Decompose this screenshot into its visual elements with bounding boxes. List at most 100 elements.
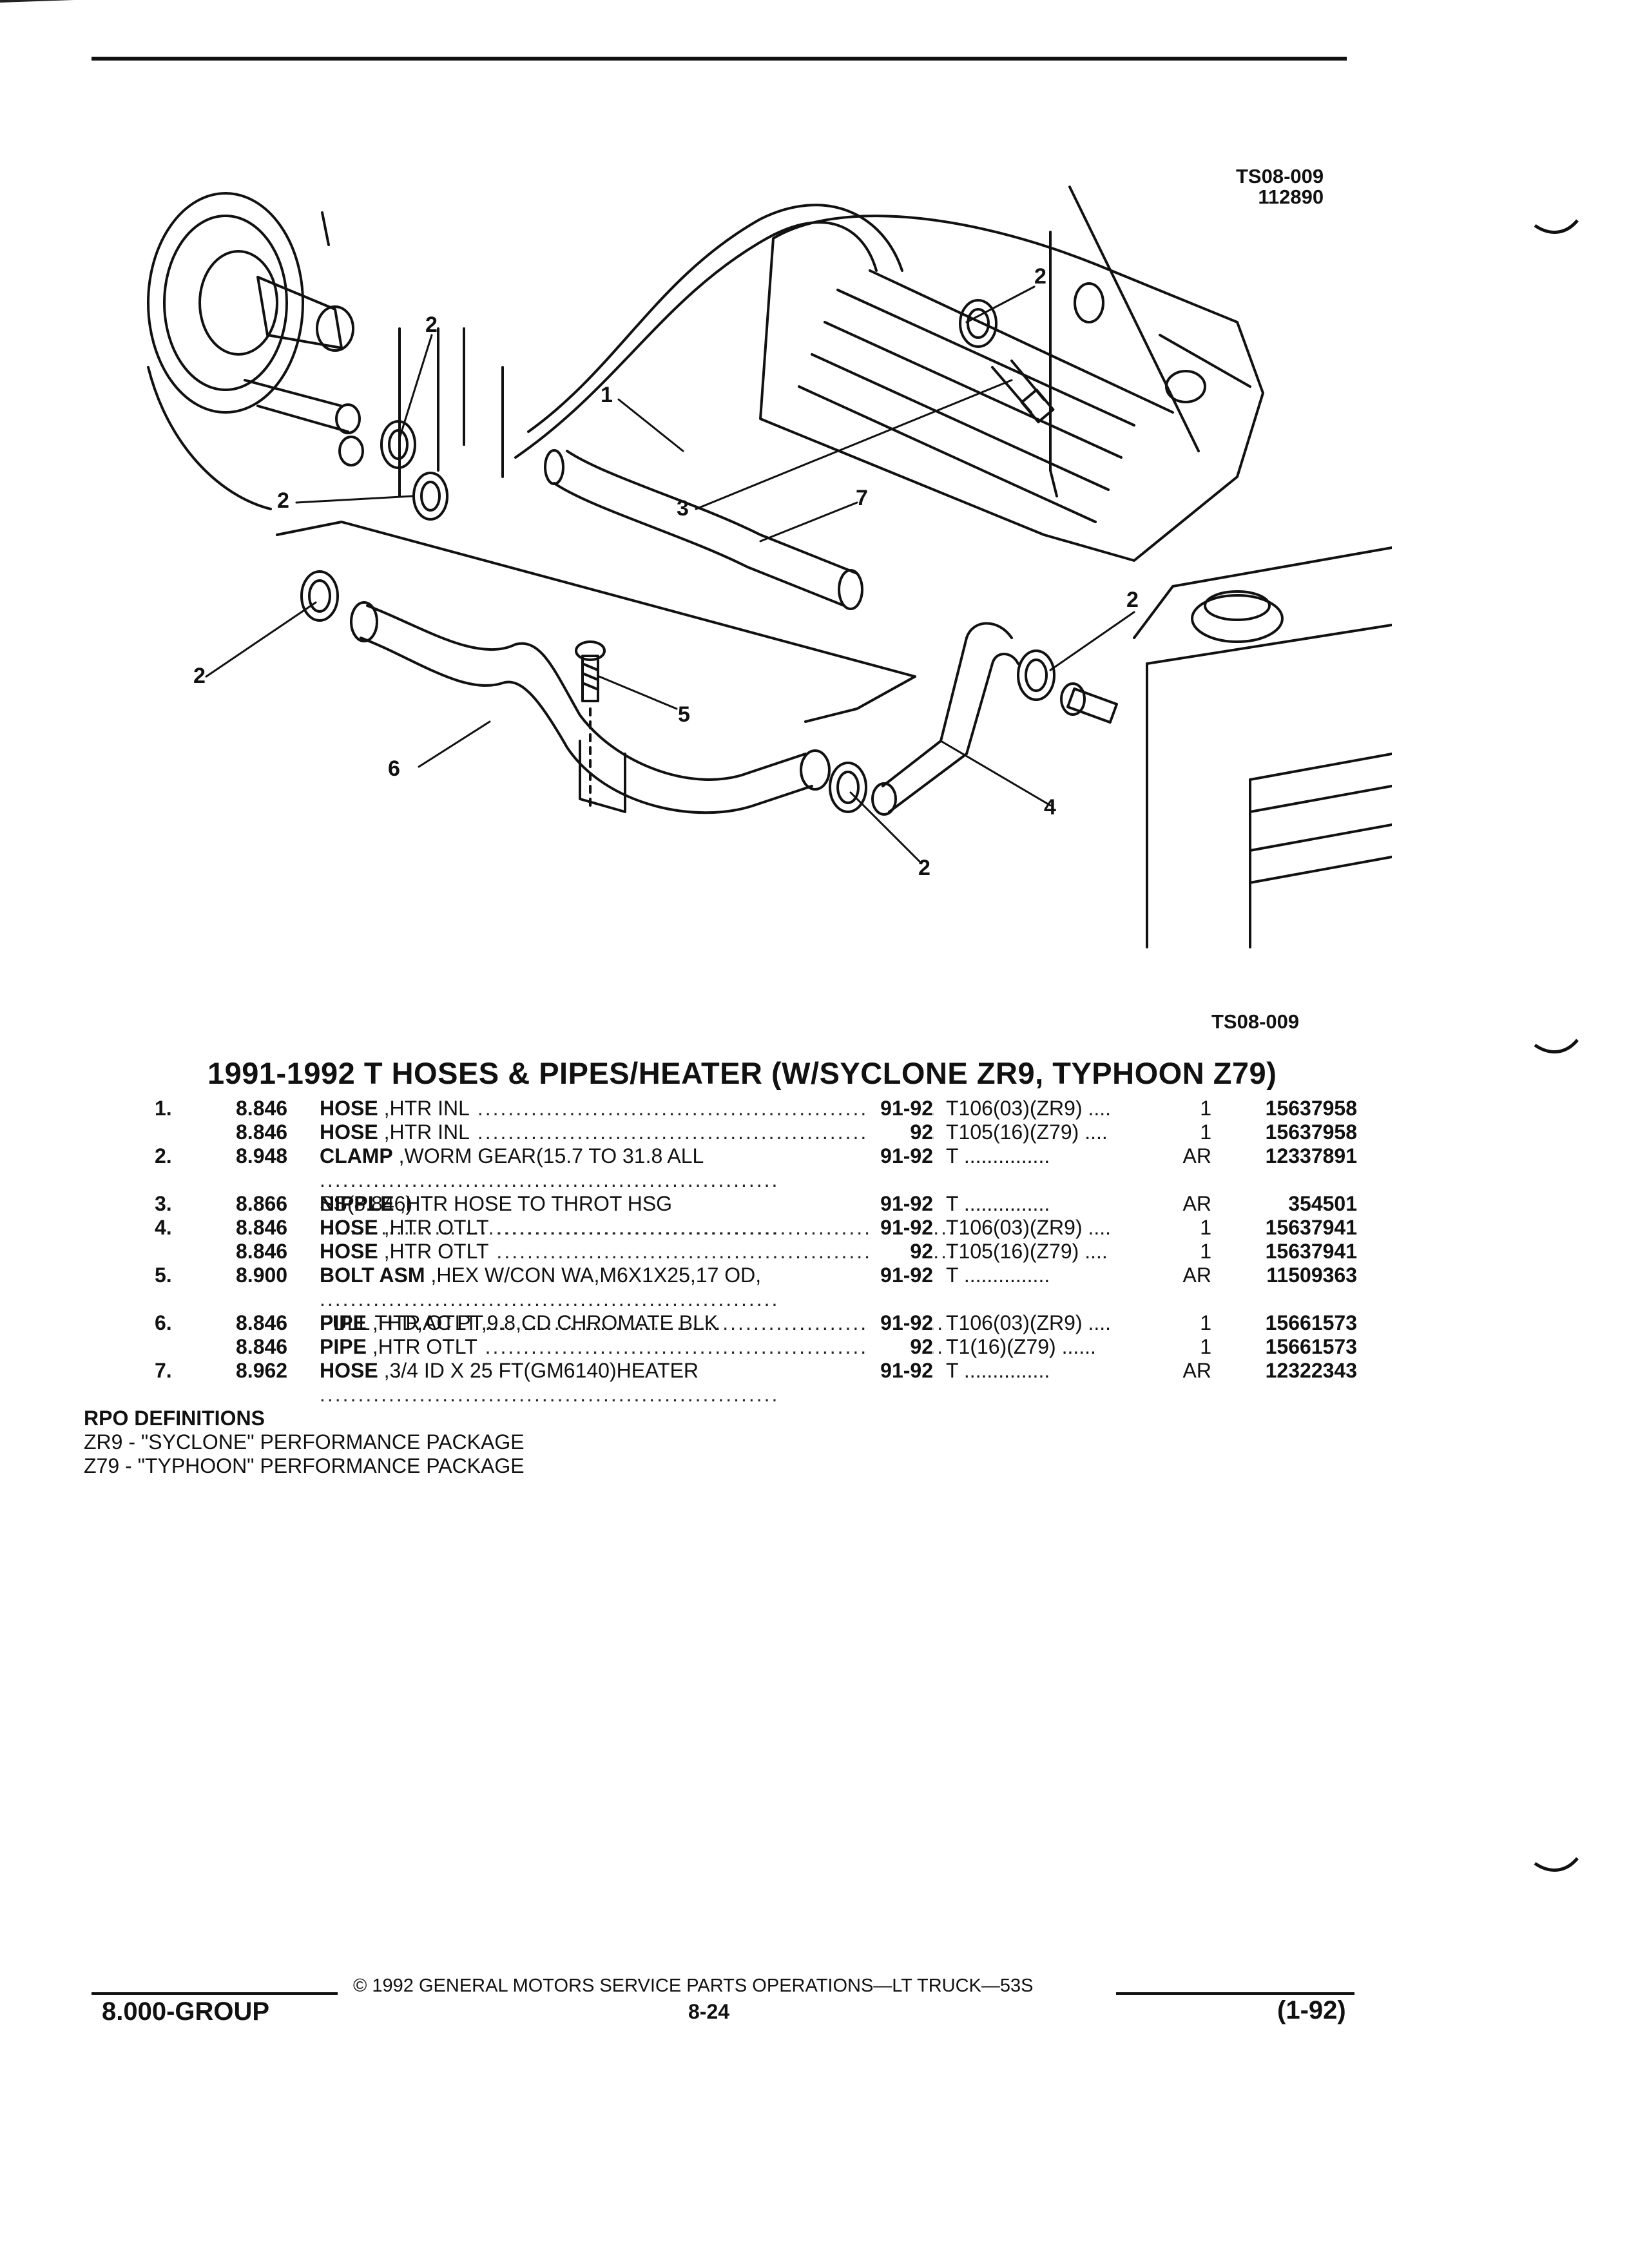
part-name: HOSE <box>320 1240 378 1263</box>
model-years: 91-92 <box>869 1144 933 1168</box>
part-name: NIPPLE <box>320 1192 394 1215</box>
callout-2b: 2 <box>425 312 438 337</box>
dot-leader: ........................................… <box>320 1192 780 1239</box>
part-detail: ,HTR HOSE TO THROT HSG <box>394 1192 673 1215</box>
part-number: 12337891 <box>1211 1144 1357 1168</box>
part-number: 15661573 <box>1211 1335 1357 1359</box>
part-description: HOSE ,HTR INL ..........................… <box>320 1097 1003 1120</box>
heater-hoses-pipes-illustration: 2 2 2 2 2 2 1 3 4 5 6 7 <box>147 186 1392 948</box>
group-number: 8.962 <box>236 1359 288 1382</box>
top-rule <box>92 57 1347 61</box>
callout-leaders <box>205 285 1135 865</box>
model-years: 91-92 <box>869 1216 933 1240</box>
callout-6: 6 <box>388 756 400 781</box>
group-number: 8.866 <box>236 1192 288 1215</box>
group-number: 8.846 <box>236 1335 288 1358</box>
part-name: HOSE <box>320 1097 378 1120</box>
part-name: BOLT ASM <box>320 1264 425 1287</box>
part-number: 15637941 <box>1211 1216 1357 1240</box>
dot-leader: ........................................… <box>469 1120 938 1144</box>
model-years: 92 <box>869 1240 933 1264</box>
part-number: 12322343 <box>1211 1359 1357 1383</box>
callout-2d: 2 <box>193 664 206 688</box>
figure-reference-bottom: TS08-009 <box>1211 1010 1300 1033</box>
part-detail: ,HTR INL <box>378 1120 470 1144</box>
parts-row: 8.846 PIPE ,HTR OTLT ....................… <box>155 1335 1366 1359</box>
pipe-6-drawing <box>276 521 916 814</box>
callout-3: 3 <box>677 496 689 521</box>
part-detail: ,HTR OTLT <box>366 1311 477 1334</box>
part-description: PIPE ,HTR OTLT .........................… <box>320 1311 1003 1335</box>
model-years: 91-92 <box>869 1311 933 1335</box>
item-index: 2. <box>155 1144 172 1168</box>
quantity: AR <box>1173 1359 1211 1383</box>
copyright-line: © 1992 GENERAL MOTORS SERVICE PARTS OPER… <box>353 1975 1034 1996</box>
quantity: 1 <box>1173 1335 1211 1359</box>
part-detail: ,HEX W/CON WA,M6X1X25,17 OD, <box>425 1264 762 1287</box>
footer-rule-left <box>92 1992 338 1995</box>
rpo-heading: RPO DEFINITIONS <box>84 1407 265 1430</box>
clamp-drawings <box>300 299 1055 813</box>
dot-leader: ........................................… <box>320 1359 780 1406</box>
callout-2e: 2 <box>1126 588 1139 612</box>
part-detail: ,HTR INL <box>378 1097 470 1120</box>
quantity: 1 <box>1173 1240 1211 1264</box>
part-description: HOSE ,HTR INL ..........................… <box>320 1120 1003 1144</box>
application-code: T105(16)(Z79) .... <box>946 1120 1108 1144</box>
application-code: T106(03)(ZR9) .... <box>946 1311 1112 1334</box>
quantity: 1 <box>1173 1097 1211 1120</box>
callout-4: 4 <box>1044 795 1056 820</box>
part-name: PIPE <box>320 1311 367 1334</box>
callout-5: 5 <box>678 702 690 727</box>
intake-manifold-drawing <box>759 186 1264 562</box>
dot-leader: ........................................… <box>477 1311 945 1334</box>
group-number: 8.900 <box>236 1264 288 1287</box>
application-code: T106(03)(ZR9) .... <box>946 1216 1112 1239</box>
part-detail-continued: FULL THD,AC PT,9.8,CD CHROMATE BLK <box>320 1311 718 1334</box>
model-years: 91-92 <box>869 1097 933 1120</box>
figure-date-code: 112890 <box>1258 186 1324 208</box>
figure-ref-code: TS08-009 <box>1236 165 1324 187</box>
part-name: HOSE <box>320 1359 378 1382</box>
figure-reference-top: TS08-009 112890 <box>1236 166 1324 207</box>
part-description: NIPPLE ,HTR HOSE TO THROT HSG ..........… <box>320 1192 1003 1240</box>
part-number: 15661573 <box>1211 1311 1357 1335</box>
part-detail: ,HTR OTLT <box>378 1216 489 1239</box>
rpo-line-z79: Z79 - "TYPHOON" PERFORMANCE PACKAGE <box>84 1454 525 1477</box>
group-number: 8.846 <box>236 1240 288 1263</box>
dot-leader: ........................................… <box>320 1264 780 1311</box>
callout-2f: 2 <box>918 856 930 880</box>
part-detail: ,WORM GEAR(15.7 TO 31.8 ALL <box>392 1144 704 1168</box>
application-code: T1(16)(Z79) ...... <box>946 1335 1096 1358</box>
part-description: CLAMP ,WORM GEAR(15.7 TO 31.8 ALL ......… <box>320 1144 1003 1216</box>
callout-2a: 2 <box>1034 264 1046 289</box>
part-number: 15637941 <box>1211 1240 1357 1264</box>
part-detail-continued: SS(8.846) <box>320 1192 413 1215</box>
group-label: 8.000-GROUP <box>102 1997 270 2026</box>
bolt-5-drawing <box>575 640 606 807</box>
part-description: PIPE ,HTR OTLT .........................… <box>320 1335 1003 1359</box>
application-code: T ............... <box>946 1144 1050 1168</box>
application-code: T ............... <box>946 1264 1050 1287</box>
page-number: 8-24 <box>688 2000 730 2023</box>
binder-mark-icon <box>1534 1857 1579 1872</box>
part-detail: ,HTR OTLT <box>366 1335 477 1358</box>
part-name: PIPE <box>320 1335 367 1358</box>
item-index: 3. <box>155 1192 172 1215</box>
quantity: AR <box>1173 1192 1211 1216</box>
group-number: 8.846 <box>236 1311 288 1334</box>
binder-mark-icon <box>1534 219 1579 234</box>
application-code: T ............... <box>946 1192 1050 1215</box>
part-number: 15637958 <box>1211 1097 1357 1120</box>
hose-1-inlet-drawing <box>514 204 903 610</box>
callout-labels: 2 2 2 2 2 2 1 3 4 5 6 7 <box>193 264 1139 880</box>
rpo-line-zr9: ZR9 - "SYCLONE" PERFORMANCE PACKAGE <box>84 1430 525 1454</box>
quantity: 1 <box>1173 1311 1211 1335</box>
part-name: HOSE <box>320 1120 378 1144</box>
